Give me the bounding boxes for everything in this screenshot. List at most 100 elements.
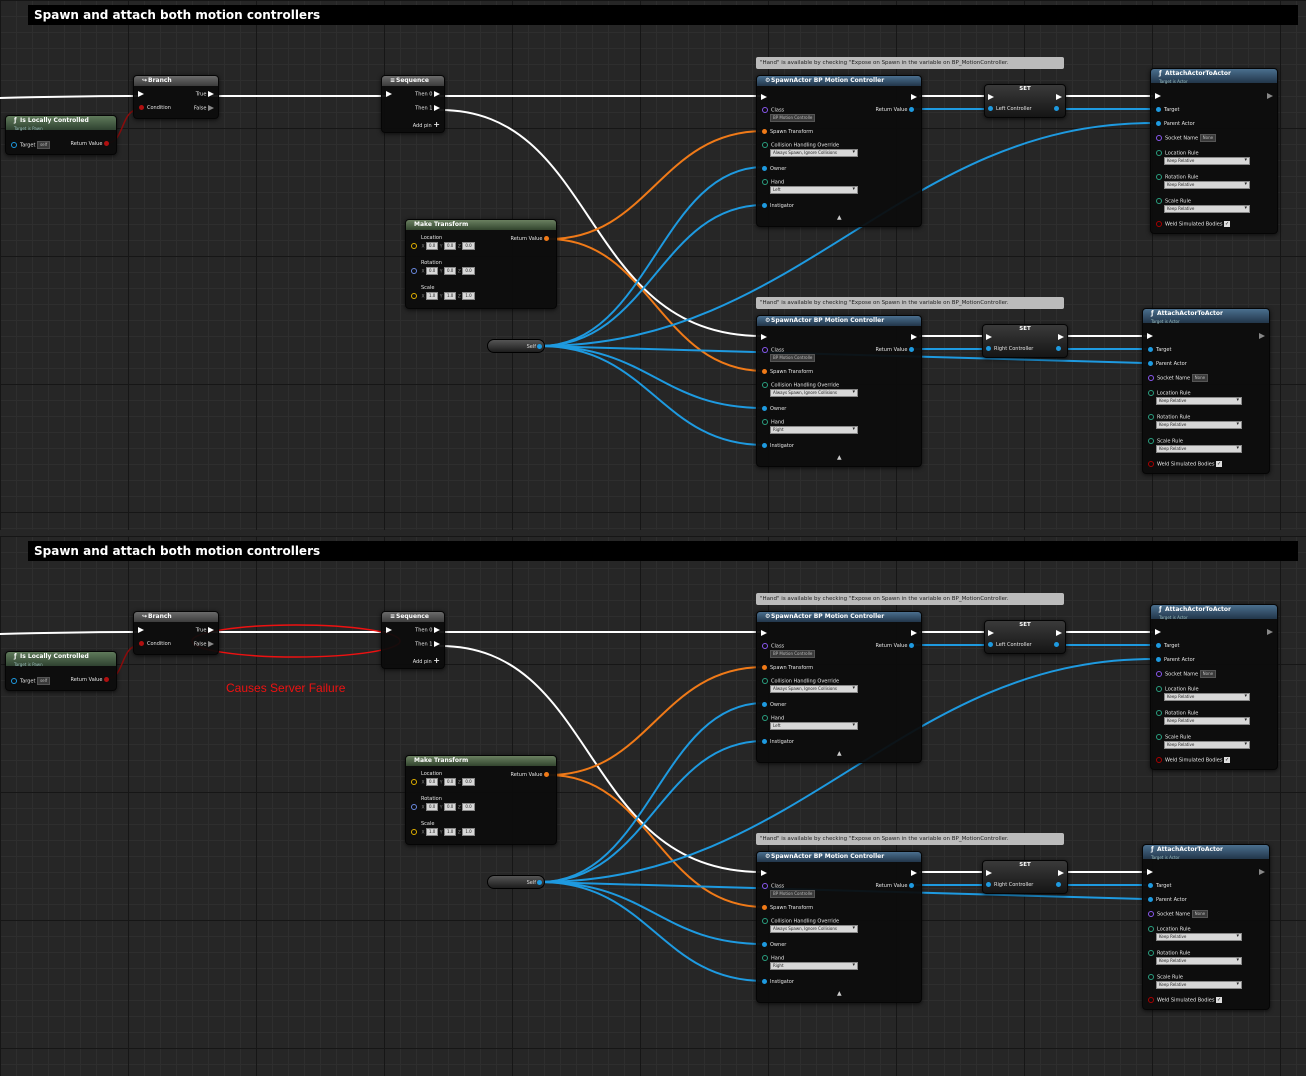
socket-name-field[interactable]: None <box>1191 910 1209 918</box>
collapse-arrow-icon[interactable]: ▲ <box>837 990 842 997</box>
location-pin[interactable]: X 0.0 Y 0.0 Z 0.0 <box>411 778 475 786</box>
branch-condition-pin[interactable]: Condition <box>139 105 171 111</box>
weld-checkbox[interactable]: ✓ <box>1216 461 1223 467</box>
collapse-arrow-icon[interactable]: ▲ <box>837 214 842 221</box>
scale-y-field[interactable]: 1.0 <box>443 292 457 300</box>
weld-pin[interactable]: Weld Simulated Bodies ✓ <box>1148 997 1223 1004</box>
make-transform-header[interactable]: Make Transform <box>406 756 556 766</box>
set-exec-in[interactable] <box>986 870 992 877</box>
branch-node[interactable]: ↪Branch Condition True False <box>133 75 219 119</box>
class-value[interactable]: BP Motion Controlle <box>770 649 816 658</box>
class-value[interactable]: BP Motion Controlle <box>770 113 816 122</box>
attach-exec-out[interactable] <box>1259 869 1265 876</box>
socket-name-field[interactable]: None <box>1199 134 1217 142</box>
sequence-header[interactable]: ≡Sequence <box>382 612 444 622</box>
sequence-add-pin-button[interactable]: Add pin + <box>413 656 440 665</box>
sequence-node[interactable]: ≡Sequence Then 0 Then 1 Add pin + <box>381 611 445 669</box>
make-transform-node[interactable]: Make Transform Return Value Location X 0… <box>405 219 557 309</box>
scale-rule-dropdown[interactable]: Keep Relative <box>1164 740 1250 749</box>
attach-target-pin[interactable]: Target <box>1148 347 1171 353</box>
rotation-pin[interactable]: X 0.0 Y 0.0 Z 0.0 <box>411 267 475 275</box>
collapse-arrow-icon[interactable]: ▲ <box>837 750 842 757</box>
set-right-controller-out[interactable] <box>1056 882 1064 888</box>
hand-dropdown[interactable]: Right <box>770 961 858 970</box>
collision-dropdown[interactable]: Always Spawn, Ignore Collisions <box>770 684 858 693</box>
weld-pin[interactable]: Weld Simulated Bodies ✓ <box>1156 757 1231 764</box>
branch-false-pin[interactable]: False <box>194 641 214 648</box>
scale-z-field[interactable]: 1.0 <box>462 292 475 300</box>
sequence-exec-in[interactable] <box>386 627 392 634</box>
rotation-rule-dropdown[interactable]: Keep Relative <box>1164 716 1250 725</box>
spawn-actor-right-header[interactable]: ⚙SpawnActor BP Motion Controller <box>757 316 921 326</box>
set-right-controller-pin[interactable]: Right Controller <box>986 882 1033 888</box>
set-right-controller-node[interactable]: SET Right Controller <box>982 860 1068 894</box>
target-pin[interactable]: Target self <box>11 141 51 149</box>
sequence-header[interactable]: ≡Sequence <box>382 76 444 86</box>
sequence-then0-pin[interactable]: Then 0 <box>415 627 440 634</box>
attach-exec-out[interactable] <box>1267 93 1273 100</box>
weld-pin[interactable]: Weld Simulated Bodies ✓ <box>1148 461 1223 468</box>
spawn-left-exec-in[interactable] <box>761 94 767 101</box>
spawn-right-owner-pin[interactable]: Owner <box>762 942 786 948</box>
spawn-left-return-pin[interactable]: Return Value <box>875 643 917 649</box>
rotation-x-field[interactable]: 0.0 <box>425 267 439 275</box>
set-exec-out[interactable] <box>1056 630 1062 637</box>
branch-condition-pin[interactable]: Condition <box>139 641 171 647</box>
attach-exec-in[interactable] <box>1147 869 1153 876</box>
attach-parent-pin[interactable]: Parent Actor <box>1156 657 1195 663</box>
spawn-right-return-pin[interactable]: Return Value <box>875 883 917 889</box>
set-right-controller-out[interactable] <box>1056 346 1064 352</box>
spawn-actor-left-header[interactable]: ⚙SpawnActor BP Motion Controller <box>757 612 921 622</box>
self-node[interactable]: Self <box>487 875 545 889</box>
location-rule-dropdown[interactable]: Keep Relative <box>1164 692 1250 701</box>
blueprint-graph-bottom[interactable]: Spawn and attach both motion controllers… <box>0 536 1306 1076</box>
socket-name-field[interactable]: None <box>1199 670 1217 678</box>
return-value-pin[interactable]: Return Value <box>70 677 112 683</box>
scale-rule-dropdown[interactable]: Keep Relative <box>1156 980 1242 989</box>
sequence-then0-pin[interactable]: Then 0 <box>415 91 440 98</box>
attach-socket-pin[interactable]: Socket Name None <box>1156 670 1217 678</box>
return-value-pin[interactable]: Return Value <box>70 141 112 147</box>
location-rule-dropdown[interactable]: Keep Relative <box>1156 396 1242 405</box>
set-exec-in[interactable] <box>988 630 994 637</box>
collision-dropdown[interactable]: Always Spawn, Ignore Collisions <box>770 924 858 933</box>
spawn-left-instigator-pin[interactable]: Instigator <box>762 203 794 209</box>
scale-y-field[interactable]: 1.0 <box>443 828 457 836</box>
set-left-controller-pin[interactable]: Left Controller <box>988 642 1032 648</box>
weld-pin[interactable]: Weld Simulated Bodies ✓ <box>1156 221 1231 228</box>
sequence-node[interactable]: ≡Sequence Then 0 Then 1 Add pin + <box>381 75 445 133</box>
set-right-controller-pin[interactable]: Right Controller <box>986 346 1033 352</box>
weld-checkbox[interactable]: ✓ <box>1216 997 1223 1003</box>
location-z-field[interactable]: 0.0 <box>462 778 475 786</box>
sequence-add-pin-button[interactable]: Add pin + <box>413 120 440 129</box>
hand-dropdown[interactable]: Left <box>770 185 858 194</box>
branch-header[interactable]: ↪Branch <box>134 612 218 622</box>
location-rule-dropdown[interactable]: Keep Relative <box>1164 156 1250 165</box>
set-exec-in[interactable] <box>986 334 992 341</box>
set-left-controller-node[interactable]: SET Left Controller <box>984 620 1066 654</box>
attach-exec-in[interactable] <box>1155 629 1161 636</box>
branch-true-pin[interactable]: True <box>196 91 214 98</box>
collision-dropdown[interactable]: Always Spawn, Ignore Collisions <box>770 388 858 397</box>
scale-pin[interactable]: X 1.0 Y 1.0 Z 1.0 <box>411 828 475 836</box>
target-pin[interactable]: Target self <box>11 677 51 685</box>
branch-exec-in[interactable] <box>138 627 144 634</box>
